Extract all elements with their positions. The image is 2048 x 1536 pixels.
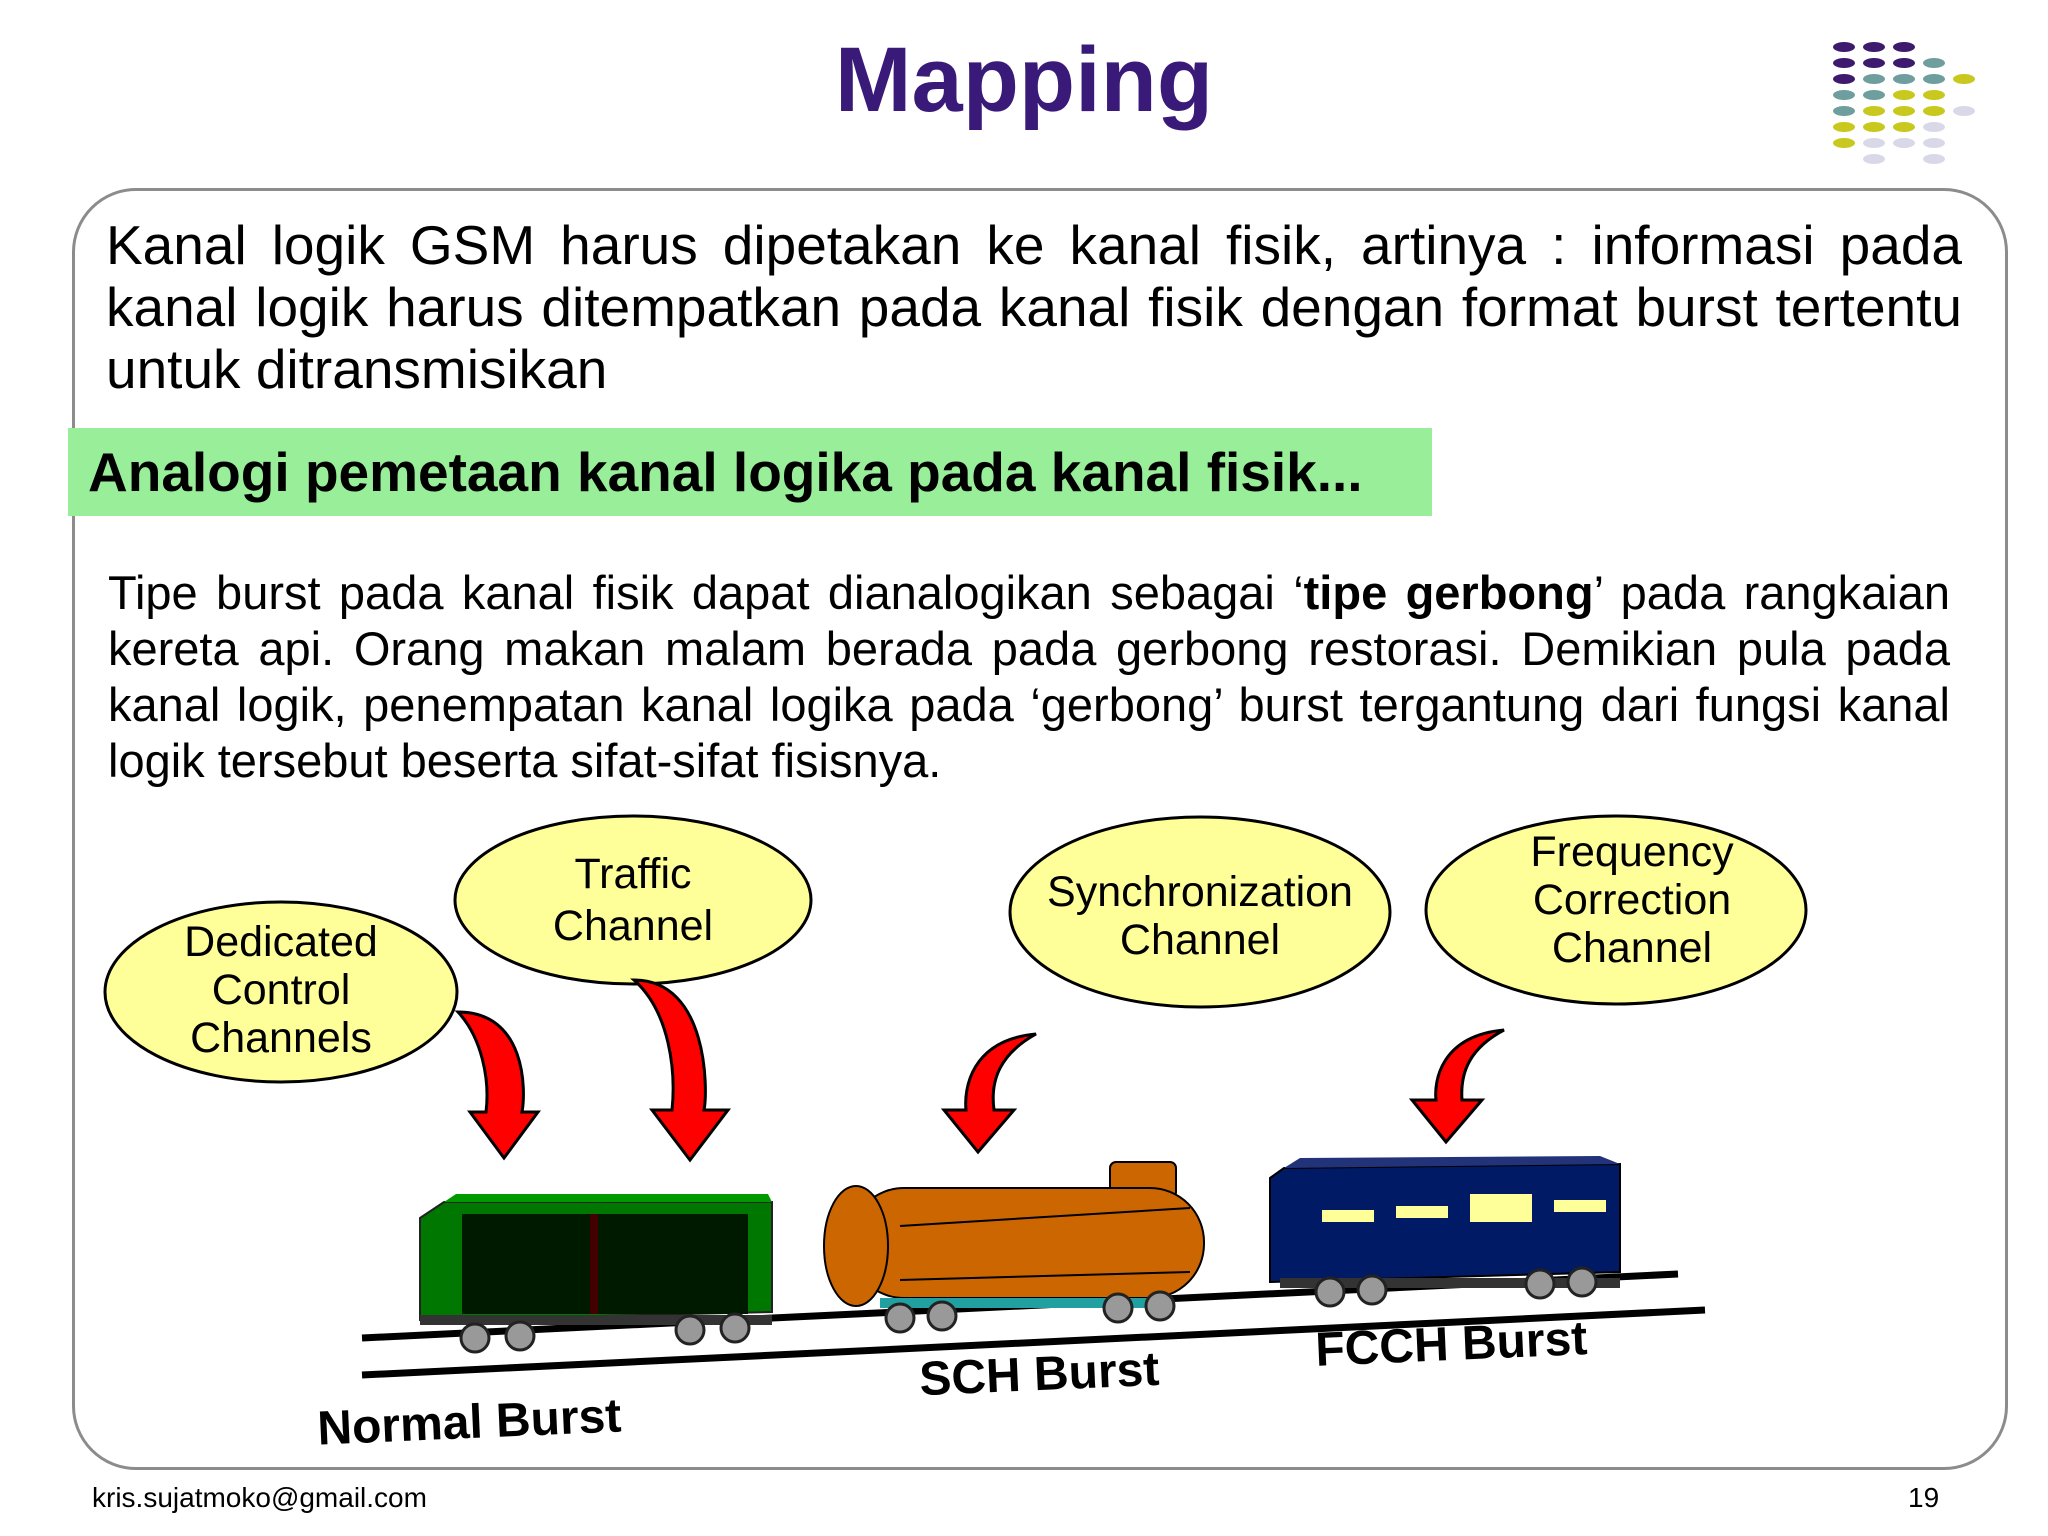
arrow-tch-to-normal-burst xyxy=(630,978,732,1163)
analogy-text-2: ’ pada rangkaian kereta api. Orang makan… xyxy=(108,566,1951,787)
arrow-dcc-to-normal-burst xyxy=(454,1010,541,1161)
bubble-synchronization-channel: Synchronization Channel xyxy=(1008,815,1392,1009)
bubble-tch-line2: Channel xyxy=(553,902,713,950)
bubble-dcc-line3: Channels xyxy=(190,1014,372,1062)
bubble-fcch-line1: Frequency xyxy=(1530,828,1734,876)
decorative-dot-grid xyxy=(1833,42,1975,164)
bubble-dedicated-control-channels: Dedicated Control Channels xyxy=(103,900,459,1084)
label-normal-burst: Normal Burst xyxy=(316,1389,622,1455)
analogy-text-1: Tipe burst pada kanal fisik dapat dianal… xyxy=(108,566,1304,619)
bubble-tch-line1: Traffic xyxy=(574,850,691,898)
dot-grid xyxy=(1833,42,1975,164)
slide-title: Mapping xyxy=(834,29,1214,131)
bubble-dcc-line2: Control xyxy=(212,966,351,1014)
coach-fcch-burst xyxy=(1269,1156,1621,1308)
footer-email: kris.sujatmoko@gmail.com xyxy=(92,1482,427,1513)
label-sch-burst: SCH Burst xyxy=(918,1343,1160,1406)
train-analogy-diagram: Dedicated Control Channels Traffic Chann… xyxy=(103,814,1808,1456)
boxcar-normal-burst xyxy=(419,1194,773,1354)
bubble-fcch-line2: Correction xyxy=(1533,876,1731,924)
page-number: 19 xyxy=(1908,1482,1940,1513)
bubble-dcc-line1: Dedicated xyxy=(184,918,378,966)
bubble-sch-line1: Synchronization xyxy=(1047,868,1353,916)
bubble-traffic-channel: Traffic Channel xyxy=(453,814,813,986)
bubble-fcch-line3: Channel xyxy=(1552,924,1712,972)
arrow-fcch-to-fcch-burst xyxy=(1408,1028,1505,1145)
bubble-frequency-correction-channel: Frequency Correction Channel xyxy=(1424,814,1808,1006)
intro-paragraph: Kanal logik GSM harus dipetakan ke kanal… xyxy=(106,214,1962,400)
bubble-sch-line2: Channel xyxy=(1120,916,1280,964)
analogy-paragraph: Tipe burst pada kanal fisik dapat dianal… xyxy=(108,565,1950,789)
tanker-sch-burst xyxy=(823,1161,1205,1334)
label-fcch-burst: FCCH Burst xyxy=(1314,1312,1588,1377)
analogy-bold-term: tipe gerbong xyxy=(1303,566,1594,619)
arrow-sch-to-sch-burst xyxy=(940,1032,1037,1155)
analogy-heading: Analogi pemetaan kanal logika pada kanal… xyxy=(68,428,1432,516)
